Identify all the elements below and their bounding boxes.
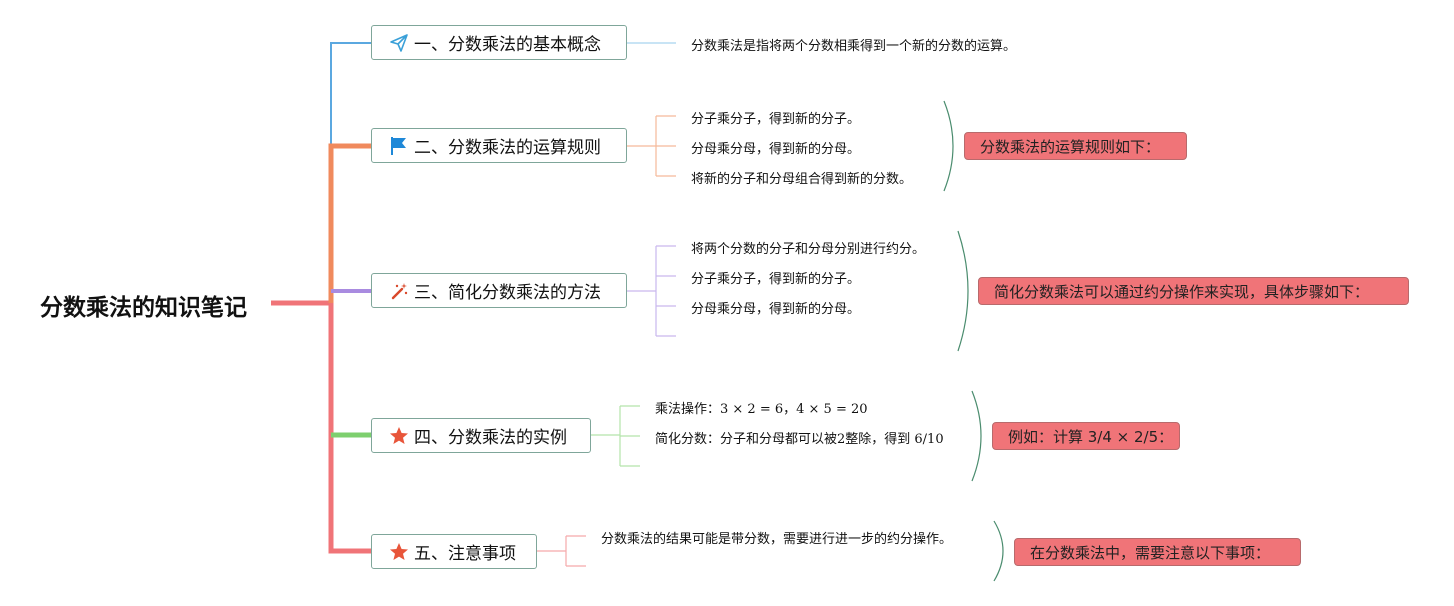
branch-label: 一、分数乘法的基本概念 bbox=[414, 35, 601, 55]
summary-simplify-method[interactable]: 简化分数乘法可以通过约分操作来实现，具体步骤如下： bbox=[978, 277, 1409, 305]
brace-3 bbox=[957, 230, 969, 352]
leaf-text[interactable]: 简化分数：分子和分母都可以被2整除，得到 6/10 bbox=[655, 432, 944, 447]
brace-4 bbox=[971, 390, 982, 482]
summary-operation-rules[interactable]: 分数乘法的运算规则如下： bbox=[964, 132, 1187, 160]
leaf-lines-2 bbox=[626, 115, 676, 177]
branch-basic-concept[interactable]: 一、分数乘法的基本概念 bbox=[371, 25, 627, 60]
leaf-text[interactable]: 将新的分子和分母组合得到新的分数。 bbox=[691, 172, 913, 187]
summary-examples[interactable]: 例如：计算 3/4 × 2/5： bbox=[992, 422, 1180, 450]
leaf-lines-4 bbox=[590, 405, 640, 467]
leaf-text[interactable]: 乘法操作：3 × 2 = 6，4 × 5 = 20 bbox=[655, 402, 868, 417]
branch-examples[interactable]: 四、分数乘法的实例 bbox=[371, 418, 591, 453]
trunk-bottom bbox=[328, 303, 371, 554]
leaf-text[interactable]: 分母乘分母，得到新的分母。 bbox=[691, 142, 861, 157]
branch-operation-rules[interactable]: 二、分数乘法的运算规则 bbox=[371, 128, 627, 163]
brace-2 bbox=[943, 100, 954, 192]
branch-label: 三、简化分数乘法的方法 bbox=[414, 283, 601, 303]
branch-label: 二、分数乘法的运算规则 bbox=[414, 138, 601, 158]
paper-plane-icon bbox=[388, 32, 410, 54]
branch-notes[interactable]: 五、注意事项 bbox=[371, 534, 537, 569]
leaf-lines-3 bbox=[626, 245, 676, 337]
trunk-orange bbox=[328, 143, 371, 303]
leaf-text[interactable]: 分子乘分子，得到新的分子。 bbox=[691, 272, 861, 287]
root-topic[interactable]: 分数乘法的知识笔记 bbox=[40, 295, 247, 321]
flag-icon bbox=[388, 135, 410, 157]
leaf-text[interactable]: 分数乘法的结果可能是带分数，需要进行进一步的约分操作。 bbox=[601, 532, 953, 547]
star-icon bbox=[388, 425, 410, 447]
leaf-text[interactable]: 将两个分数的分子和分母分别进行约分。 bbox=[691, 242, 926, 257]
branch-label: 四、分数乘法的实例 bbox=[414, 428, 567, 448]
branch-simplify-method[interactable]: 三、简化分数乘法的方法 bbox=[371, 273, 627, 308]
leaf-text[interactable]: 分子乘分子，得到新的分子。 bbox=[691, 112, 861, 127]
leaf-text[interactable]: 分母乘分母，得到新的分母。 bbox=[691, 302, 861, 317]
magic-wand-icon bbox=[388, 280, 410, 302]
leaf-lines-5 bbox=[536, 535, 586, 567]
brace-5 bbox=[993, 520, 1004, 582]
branch-label: 五、注意事项 bbox=[414, 544, 516, 564]
summary-notes[interactable]: 在分数乘法中，需要注意以下事项： bbox=[1014, 538, 1301, 566]
star-icon bbox=[388, 541, 410, 563]
leaf-text[interactable]: 分数乘法是指将两个分数相乘得到一个新的分数的运算。 bbox=[691, 39, 1017, 54]
trunk-top bbox=[330, 42, 371, 146]
